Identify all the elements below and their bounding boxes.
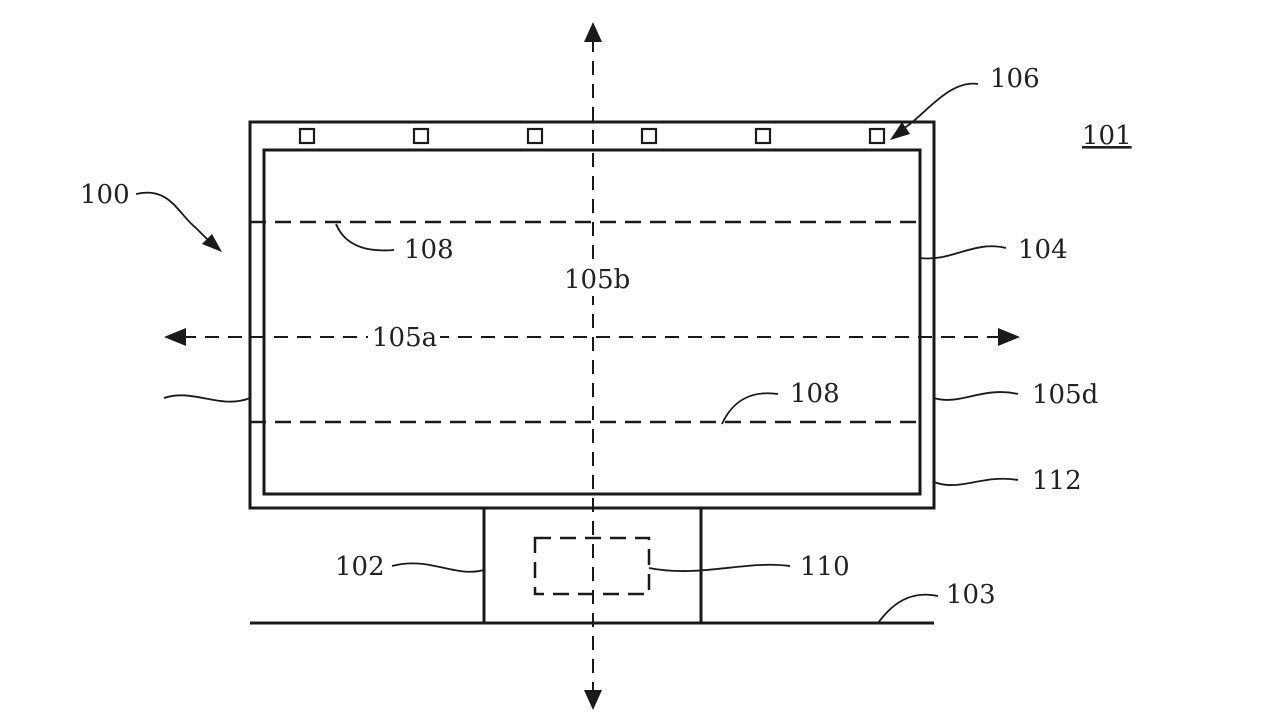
led-square [754, 127, 772, 145]
led-square [526, 127, 544, 145]
label-108-lower: 108 [790, 379, 840, 409]
leader-110 [648, 563, 791, 572]
arrow-100-icon [202, 234, 222, 252]
label-100: 100 [80, 180, 130, 210]
leader-112 [933, 477, 1019, 486]
label-106: 106 [990, 64, 1040, 94]
label-103: 103 [946, 580, 996, 610]
leader-102 [391, 562, 485, 573]
leader-103 [877, 593, 939, 624]
down-arrow-icon [584, 690, 602, 710]
label-mask [368, 322, 440, 352]
led-row [298, 127, 886, 145]
label-101: 101 [1082, 121, 1132, 151]
led-square [640, 127, 658, 145]
label-104: 104 [1018, 235, 1068, 265]
leader-left-edge [163, 394, 251, 403]
leader-100 [135, 191, 215, 247]
leader-106 [897, 82, 979, 135]
label-102: 102 [335, 552, 385, 582]
left-arrow-icon [164, 328, 186, 346]
leader-104 [919, 245, 1007, 260]
display-panel [262, 148, 922, 496]
label-112: 112 [1032, 466, 1082, 496]
label-mask [562, 262, 626, 296]
right-arrow-icon [998, 328, 1020, 346]
up-arrow-icon [584, 22, 602, 42]
led-square [412, 127, 430, 145]
stand [482, 508, 703, 622]
leader-108-lower [721, 392, 779, 425]
led-square [298, 127, 316, 145]
leader-105d [933, 391, 1019, 401]
label-110: 110 [800, 552, 850, 582]
label-108-upper: 108 [404, 235, 454, 265]
label-105a: 105a [372, 323, 437, 353]
leader-108-upper [335, 223, 395, 252]
arrow-106-icon [890, 122, 910, 140]
label-105b: 105b [564, 265, 630, 295]
led-square [868, 127, 886, 145]
label-105d: 105d [1032, 380, 1098, 410]
